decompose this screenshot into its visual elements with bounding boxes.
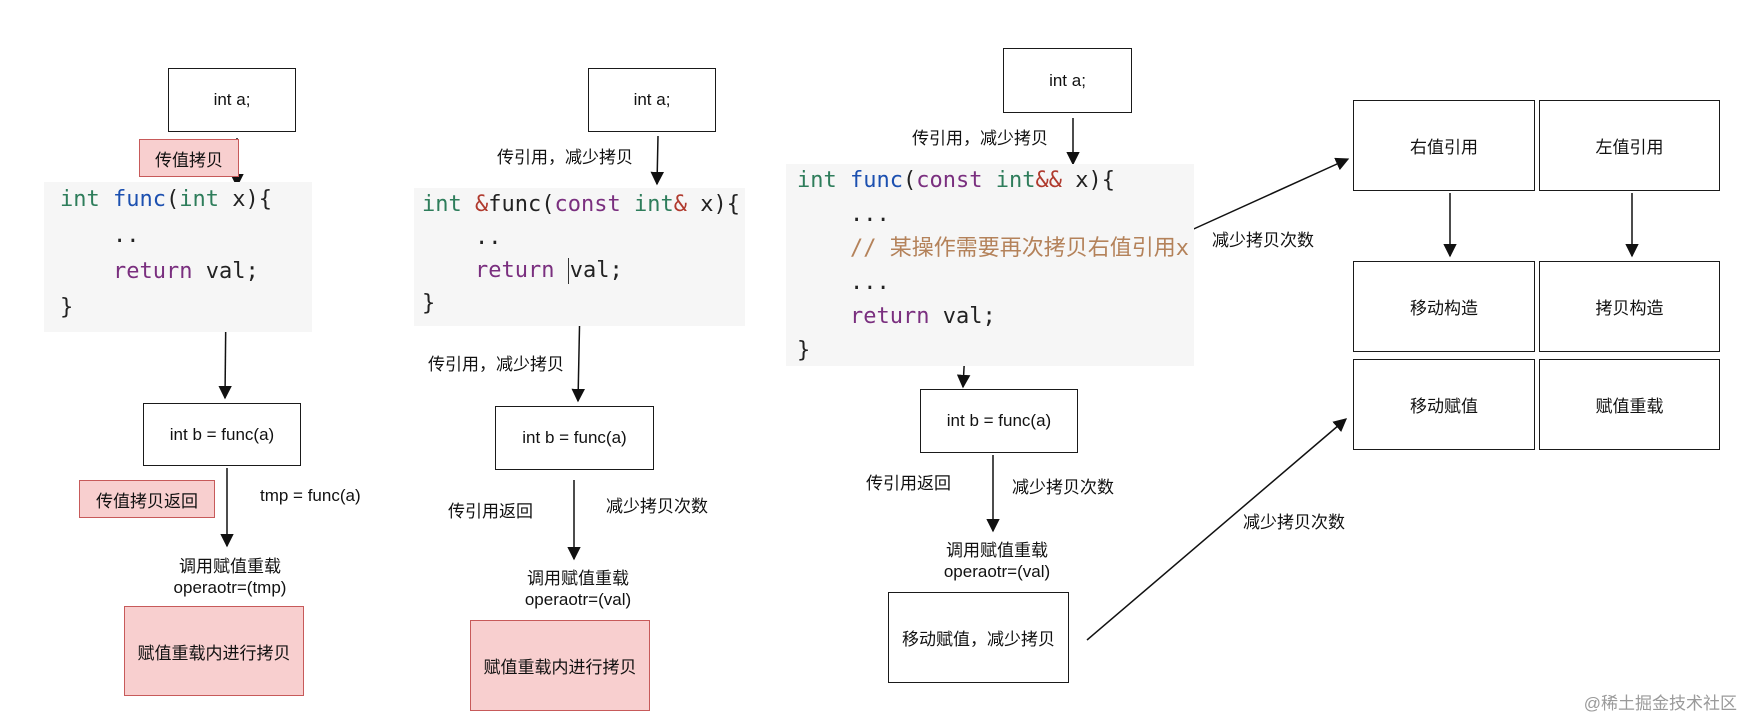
text-caret	[567, 258, 569, 284]
p1-pass-by-value-label: 传值拷贝	[139, 139, 239, 177]
p2-code-block: int &func(const int& x){ .. return val; …	[414, 188, 745, 326]
p3-int-a-box: int a;	[1003, 48, 1132, 113]
p2-code-line-1: int &func(const int& x){	[422, 192, 740, 217]
p1-code-line-3: return val;	[112, 259, 259, 284]
p1-call-box: int b = func(a)	[143, 403, 301, 466]
p1-code-line-2: ..	[60, 223, 140, 248]
p4-assign-overload-box: 赋值重载	[1539, 359, 1720, 450]
p2-ref-label: 传引用，减少拷贝	[497, 148, 633, 167]
p3-reduce-label: 减少拷贝次数	[1012, 478, 1114, 497]
p4-lvalue-ref-box: 左值引用	[1539, 100, 1720, 191]
arrow-moveassign-to-grid	[1086, 418, 1348, 641]
p3-code-line-1: int func(const int&& x){	[797, 168, 1115, 193]
p1-int-a-text: int a;	[213, 90, 251, 109]
p1-int-a-box: int a;	[168, 68, 296, 132]
p3-result-box: 移动赋值，减少拷贝	[888, 592, 1069, 683]
p1-code-block: int func(int x){ .. return val; }	[44, 182, 312, 332]
arrow-code-to-rvalue	[1186, 157, 1350, 233]
p4-rvalue-ref-box: 右值引用	[1353, 100, 1535, 191]
p2-result-box: 赋值重载内进行拷贝	[470, 620, 650, 711]
p3-code-block: int func(const int&& x){ ... // 某操作需要再次拷…	[786, 164, 1194, 366]
p1-code-line-4: }	[60, 295, 74, 320]
p2-code-line-2: ..	[422, 225, 502, 250]
arrow-p2-top	[650, 135, 665, 186]
p4-reduce-top-label: 减少拷贝次数	[1212, 231, 1314, 250]
p4-reduce-bottom-label: 减少拷贝次数	[1243, 513, 1345, 532]
p2-call-box: int b = func(a)	[495, 406, 654, 470]
p3-code-line-2: ...	[797, 202, 890, 227]
p2-reduce-label: 减少拷贝次数	[606, 497, 708, 516]
p1-result-box: 赋值重载内进行拷贝	[124, 606, 304, 696]
p1-return-by-value-label: 传值拷贝返回	[79, 480, 215, 518]
p3-return-label: 传引用返回	[866, 474, 951, 493]
p2-assign-label: 调用赋值重载 operaotr=(val)	[524, 569, 632, 610]
watermark: @稀土掘金技术社区	[1583, 694, 1737, 713]
p1-assign-label: 调用赋值重载 operaotr=(tmp)	[173, 557, 287, 598]
p3-code-line-3: // 某操作需要再次拷贝右值引用x	[849, 236, 1189, 261]
p3-assign-label: 调用赋值重载 operaotr=(val)	[943, 541, 1051, 582]
p4-move-ctor-box: 移动构造	[1353, 261, 1535, 352]
p2-ref-label-2: 传引用，减少拷贝	[428, 355, 564, 374]
p3-ref-label: 传引用，减少拷贝	[912, 129, 1048, 148]
p2-return-label: 传引用返回	[448, 502, 533, 521]
p4-copy-ctor-box: 拷贝构造	[1539, 261, 1720, 352]
p1-code-line-1: int func(int x){	[60, 187, 272, 212]
p4-move-assign-box: 移动赋值	[1353, 359, 1535, 450]
p2-int-a-box: int a;	[588, 68, 716, 132]
p3-call-box: int b = func(a)	[920, 389, 1078, 453]
p2-code-line-4: }	[422, 291, 436, 316]
p3-code-line-6: }	[797, 338, 811, 363]
p2-code-line-3: return val;	[474, 258, 623, 284]
p3-code-line-5: return val;	[849, 304, 996, 329]
p1-tmp-label: tmp = func(a)	[260, 486, 361, 505]
p3-code-line-4: ...	[797, 270, 890, 295]
